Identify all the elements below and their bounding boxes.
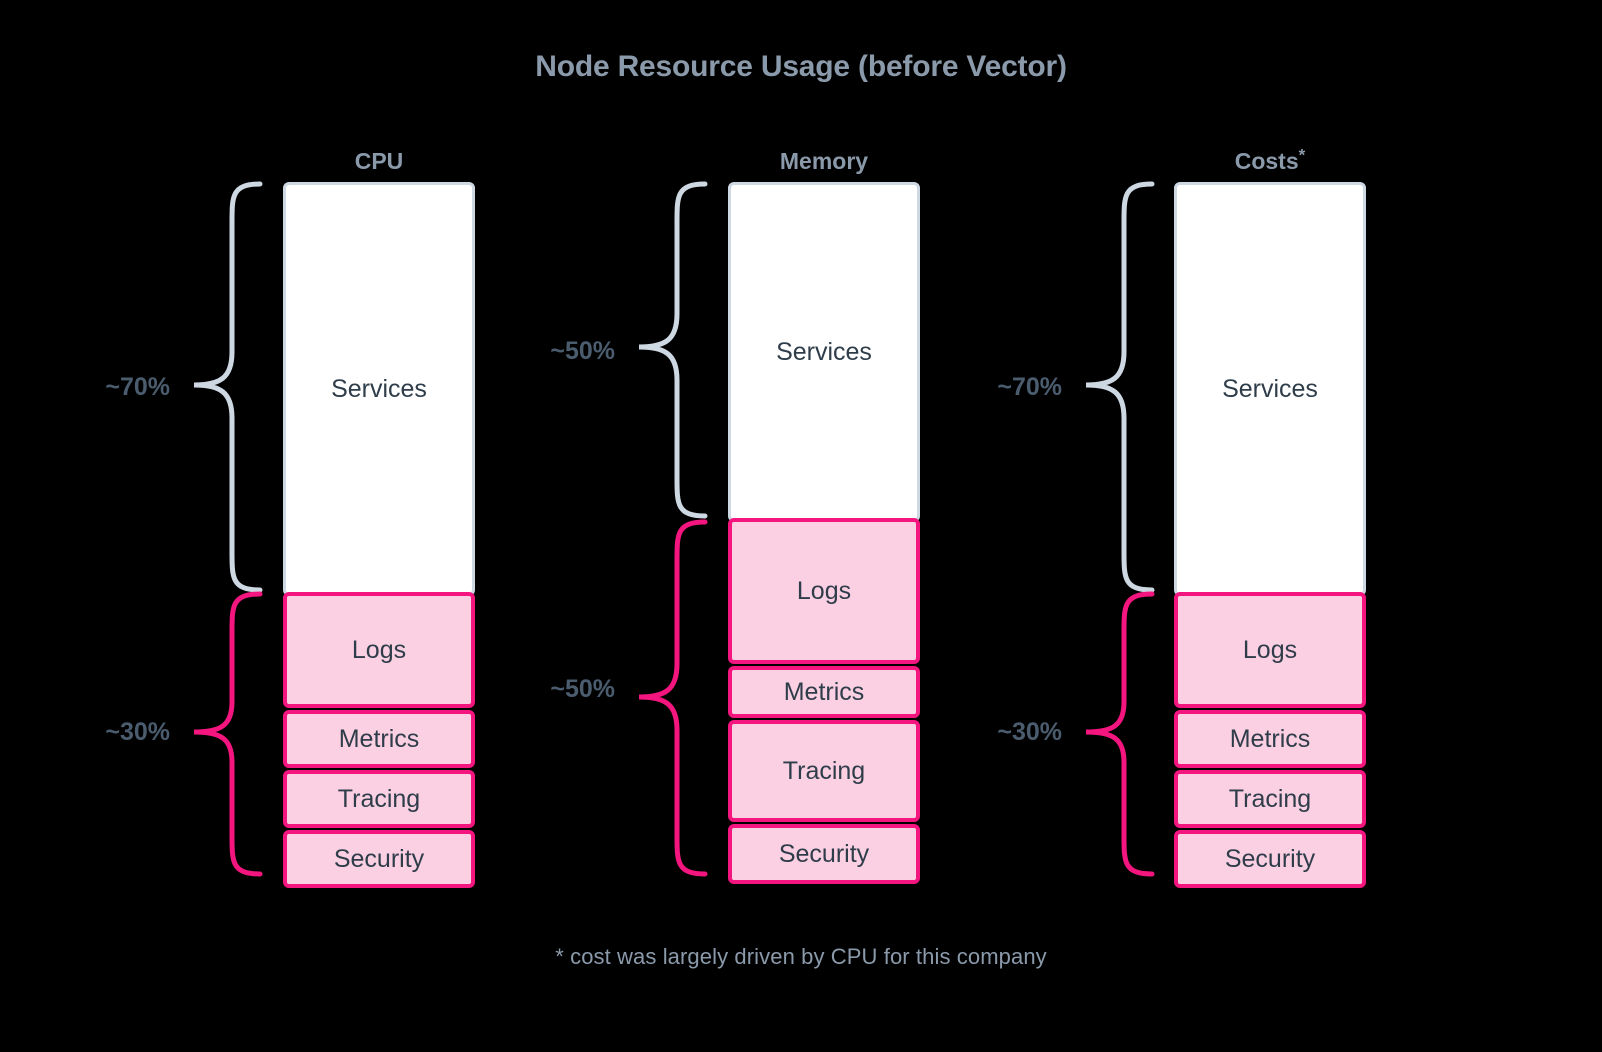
- segment-label: Services: [331, 374, 427, 403]
- column-header-costs-star: *: [1298, 145, 1306, 165]
- percent-label-cpu-telemetry: ~30%: [105, 718, 170, 746]
- segment-label: Services: [1222, 374, 1318, 403]
- segment-label: Security: [333, 844, 425, 873]
- segment-memory-logs[interactable]: Logs: [728, 518, 920, 664]
- segment-label: Tracing: [1228, 784, 1312, 813]
- percent-label-memory-telemetry: ~50%: [550, 675, 615, 703]
- segment-memory-services[interactable]: Services: [728, 182, 920, 522]
- brace-memory-services: [625, 181, 708, 519]
- column-header-memory: Memory: [728, 148, 920, 175]
- segment-cpu-metrics[interactable]: Metrics: [283, 710, 475, 768]
- segment-label: Security: [1224, 844, 1316, 873]
- column-header-costs: Costs*: [1174, 145, 1366, 175]
- segment-cpu-logs[interactable]: Logs: [283, 592, 475, 708]
- footnote-text: * cost was largely driven by CPU for thi…: [555, 944, 1047, 969]
- bar-column-costs: Services Logs Metrics Tracing Security: [1174, 182, 1366, 888]
- percent-label-cpu-services: ~70%: [105, 373, 170, 401]
- brace-costs-telemetry: [1072, 591, 1155, 877]
- segment-label: Logs: [796, 576, 852, 605]
- segment-cpu-security[interactable]: Security: [283, 830, 475, 888]
- brace-cpu-telemetry: [180, 591, 263, 877]
- segment-label: Metrics: [1229, 724, 1311, 753]
- segment-costs-metrics[interactable]: Metrics: [1174, 710, 1366, 768]
- segment-label: Tracing: [337, 784, 421, 813]
- segment-memory-security[interactable]: Security: [728, 824, 920, 884]
- page-title: Node Resource Usage (before Vector): [535, 50, 1067, 83]
- segment-memory-tracing[interactable]: Tracing: [728, 720, 920, 822]
- segment-cpu-services[interactable]: Services: [283, 182, 475, 596]
- segment-costs-services[interactable]: Services: [1174, 182, 1366, 596]
- bar-column-cpu: Services Logs Metrics Tracing Security: [283, 182, 475, 888]
- segment-label: Metrics: [783, 677, 865, 706]
- segment-memory-metrics[interactable]: Metrics: [728, 666, 920, 718]
- column-header-memory-label: Memory: [779, 148, 869, 174]
- segment-costs-tracing[interactable]: Tracing: [1174, 770, 1366, 828]
- segment-label: Services: [776, 337, 872, 366]
- segment-label: Tracing: [782, 756, 866, 785]
- column-header-cpu-label: CPU: [354, 148, 404, 174]
- brace-costs-services: [1072, 181, 1155, 593]
- segment-label: Metrics: [338, 724, 420, 753]
- bar-column-memory: Services Logs Metrics Tracing Security: [728, 182, 920, 884]
- percent-label-costs-services: ~70%: [997, 373, 1062, 401]
- percent-label-memory-services: ~50%: [550, 337, 615, 365]
- column-header-cpu: CPU: [283, 148, 475, 175]
- brace-memory-telemetry: [625, 519, 708, 877]
- brace-cpu-services: [180, 181, 263, 593]
- segment-label: Logs: [351, 635, 407, 664]
- segment-costs-logs[interactable]: Logs: [1174, 592, 1366, 708]
- column-header-costs-label: Costs: [1234, 148, 1299, 174]
- percent-label-costs-telemetry: ~30%: [997, 718, 1062, 746]
- segment-cpu-tracing[interactable]: Tracing: [283, 770, 475, 828]
- segment-costs-security[interactable]: Security: [1174, 830, 1366, 888]
- segment-label: Logs: [1242, 635, 1298, 664]
- segment-label: Security: [778, 839, 870, 868]
